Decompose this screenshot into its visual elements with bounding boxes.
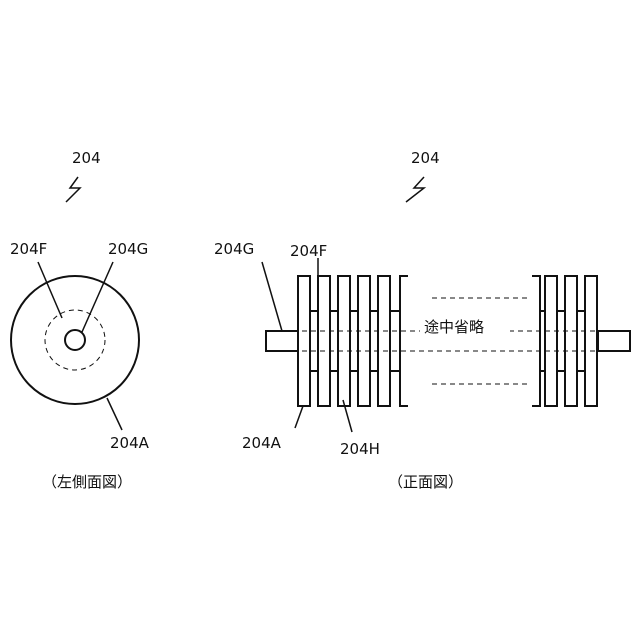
disc-outline <box>11 276 139 404</box>
left-side-view: 204 204F 204G 204A （左側面図） <box>10 149 150 491</box>
label-204f-front: 204F <box>290 242 327 260</box>
leader-204f-left <box>38 262 62 318</box>
shaft-stub-right <box>598 331 630 351</box>
plate <box>358 276 370 406</box>
leader-204a-front <box>295 406 303 428</box>
plate <box>565 276 577 406</box>
leader-204a-left <box>107 398 122 430</box>
hidden-face-dashed-circle <box>45 310 105 370</box>
shaft-segments-right <box>540 311 585 371</box>
left-view-caption: （左側面図） <box>42 473 132 491</box>
front-view-caption: （正面図） <box>388 473 463 491</box>
front-ref-number: 204 <box>411 149 440 167</box>
plate <box>545 276 557 406</box>
omitted-section-text: 途中省略 <box>424 318 484 336</box>
label-204g-front: 204G <box>214 240 254 258</box>
shaft-segments-left <box>310 311 400 371</box>
break-bracket-right <box>532 276 540 406</box>
plate <box>378 276 390 406</box>
plate <box>318 276 330 406</box>
leader-204g-front <box>262 262 282 331</box>
plate <box>338 276 350 406</box>
label-204f-left: 204F <box>10 240 47 258</box>
omitted-dashed-lines <box>266 298 630 384</box>
break-bracket-left <box>400 276 408 406</box>
plate <box>298 276 310 406</box>
leader-204g-left <box>82 262 113 332</box>
label-204g-left: 204G <box>108 240 148 258</box>
label-204a-left: 204A <box>110 434 150 452</box>
front-ref-zigzag-arrow <box>406 177 424 202</box>
front-view: 204 <box>214 149 630 491</box>
left-ref-zigzag-arrow <box>66 177 80 202</box>
shaft-stub-left <box>266 331 298 351</box>
left-ref-number: 204 <box>72 149 101 167</box>
plate <box>585 276 597 406</box>
core-circle <box>65 330 85 350</box>
label-204a-front: 204A <box>242 434 282 452</box>
label-204h-front: 204H <box>340 440 380 458</box>
